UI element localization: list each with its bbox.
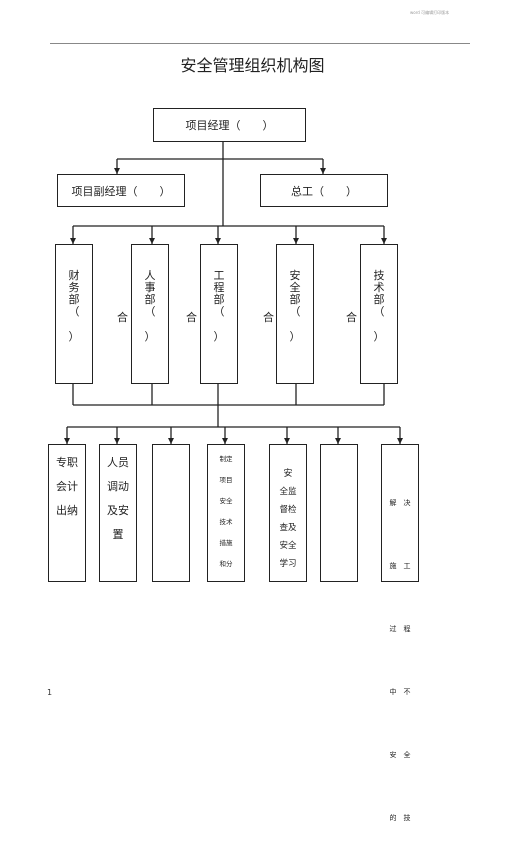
duty-line: 会计 <box>56 480 78 493</box>
duty-line: 全监 <box>279 487 297 497</box>
page-number: 1 <box>47 688 53 697</box>
duty-box-finance: 专职 会计 出纳 <box>48 444 86 582</box>
duty-line: 施 工 <box>389 562 411 570</box>
duty-line: 查及 <box>279 523 297 533</box>
duty-line: 安全 <box>279 541 297 551</box>
dept-char: 全 <box>289 281 301 294</box>
he-label: 合 <box>263 311 274 324</box>
dept-char: 财 <box>68 269 80 282</box>
dept-char: 部 <box>373 293 385 306</box>
duty-line: 中 不 <box>389 688 411 696</box>
he-label: 合 <box>117 311 128 324</box>
dept-char: 部 <box>213 293 225 306</box>
dept-char: 安 <box>289 269 301 282</box>
connector-lines <box>64 142 403 444</box>
dept-char: （ <box>213 305 225 318</box>
dept-char: ） <box>68 330 80 343</box>
deputy-manager-label: 项目副经理（ ） <box>71 184 171 198</box>
duty-box-engineering: 制定 项目 安全 技术 措施 和分 <box>207 444 245 582</box>
duty-box-empty-1 <box>152 444 190 582</box>
duty-line: 督检 <box>279 505 297 515</box>
dept-char: 程 <box>213 281 225 294</box>
finance-dept-box: 财 务 部 （ ） <box>55 244 93 384</box>
dept-char: ） <box>373 330 385 343</box>
dept-char: 事 <box>144 281 156 294</box>
duty-line: 安 全 <box>389 751 411 759</box>
duty-line: 置 <box>112 528 124 541</box>
dept-char: （ <box>373 305 385 318</box>
duty-line: 过 程 <box>389 625 411 633</box>
duty-line: 项目 <box>219 476 233 484</box>
duty-line: 学习 <box>279 559 297 569</box>
duty-box-hr: 人员 调动 及安 置 <box>99 444 137 582</box>
duty-box-empty-2 <box>320 444 358 582</box>
header-note: word 可编辑打印版本 <box>410 10 450 15</box>
he-label: 合 <box>186 311 197 324</box>
dept-char: 术 <box>373 281 385 294</box>
duty-line: 专职 <box>56 456 78 469</box>
dept-char: （ <box>289 305 301 318</box>
dept-char: （ <box>68 305 80 318</box>
duty-box-safety: 安 全监 督检 查及 安全 学习 <box>269 444 307 582</box>
duty-line: 制定 <box>219 455 233 463</box>
duty-line: 出纳 <box>56 504 78 517</box>
dept-char: ） <box>213 330 225 343</box>
duty-line: 技术 <box>219 518 233 526</box>
duty-line: 及安 <box>107 504 129 517</box>
duty-line: 调动 <box>107 480 129 493</box>
technical-dept-box: 技 术 部 （ ） <box>360 244 398 384</box>
dept-char: ） <box>289 330 301 343</box>
dept-char: 技 <box>373 269 385 282</box>
dept-char: ） <box>144 330 156 343</box>
duty-line: 解 决 <box>389 499 411 507</box>
dept-char: 工 <box>213 269 225 282</box>
dept-char: 务 <box>68 281 80 294</box>
dept-char: 人 <box>144 269 156 282</box>
project-manager-box: 项目经理（ ） <box>153 108 306 142</box>
dept-char: （ <box>144 305 156 318</box>
header-rule <box>50 43 470 44</box>
project-manager-label: 项目经理（ ） <box>185 119 274 132</box>
dept-char: 部 <box>289 293 301 306</box>
he-label: 合 <box>346 311 357 324</box>
duty-line: 人员 <box>107 456 129 469</box>
dept-char: 部 <box>68 293 80 306</box>
duty-box-technical: 解 决 施 工 过 程 中 不 安 全 的 技 <box>381 444 419 822</box>
dept-char: 部 <box>144 293 156 306</box>
duty-line: 措施 <box>219 539 233 547</box>
deputy-manager-box: 项目副经理（ ） <box>57 174 185 207</box>
duty-line: 和分 <box>219 560 233 568</box>
chief-engineer-box: 总工（ ） <box>260 174 388 207</box>
hr-dept-box: 人 事 部 （ ） <box>131 244 169 384</box>
page-title: 安全管理组织机构图 <box>180 56 325 75</box>
duty-line: 安 <box>283 469 293 479</box>
engineering-dept-box: 工 程 部 （ ） <box>200 244 238 384</box>
safety-dept-box: 安 全 部 （ ） <box>276 244 314 384</box>
duty-line: 安全 <box>219 497 233 505</box>
chief-engineer-label: 总工（ ） <box>291 184 357 198</box>
duty-line: 的 技 <box>389 814 411 822</box>
